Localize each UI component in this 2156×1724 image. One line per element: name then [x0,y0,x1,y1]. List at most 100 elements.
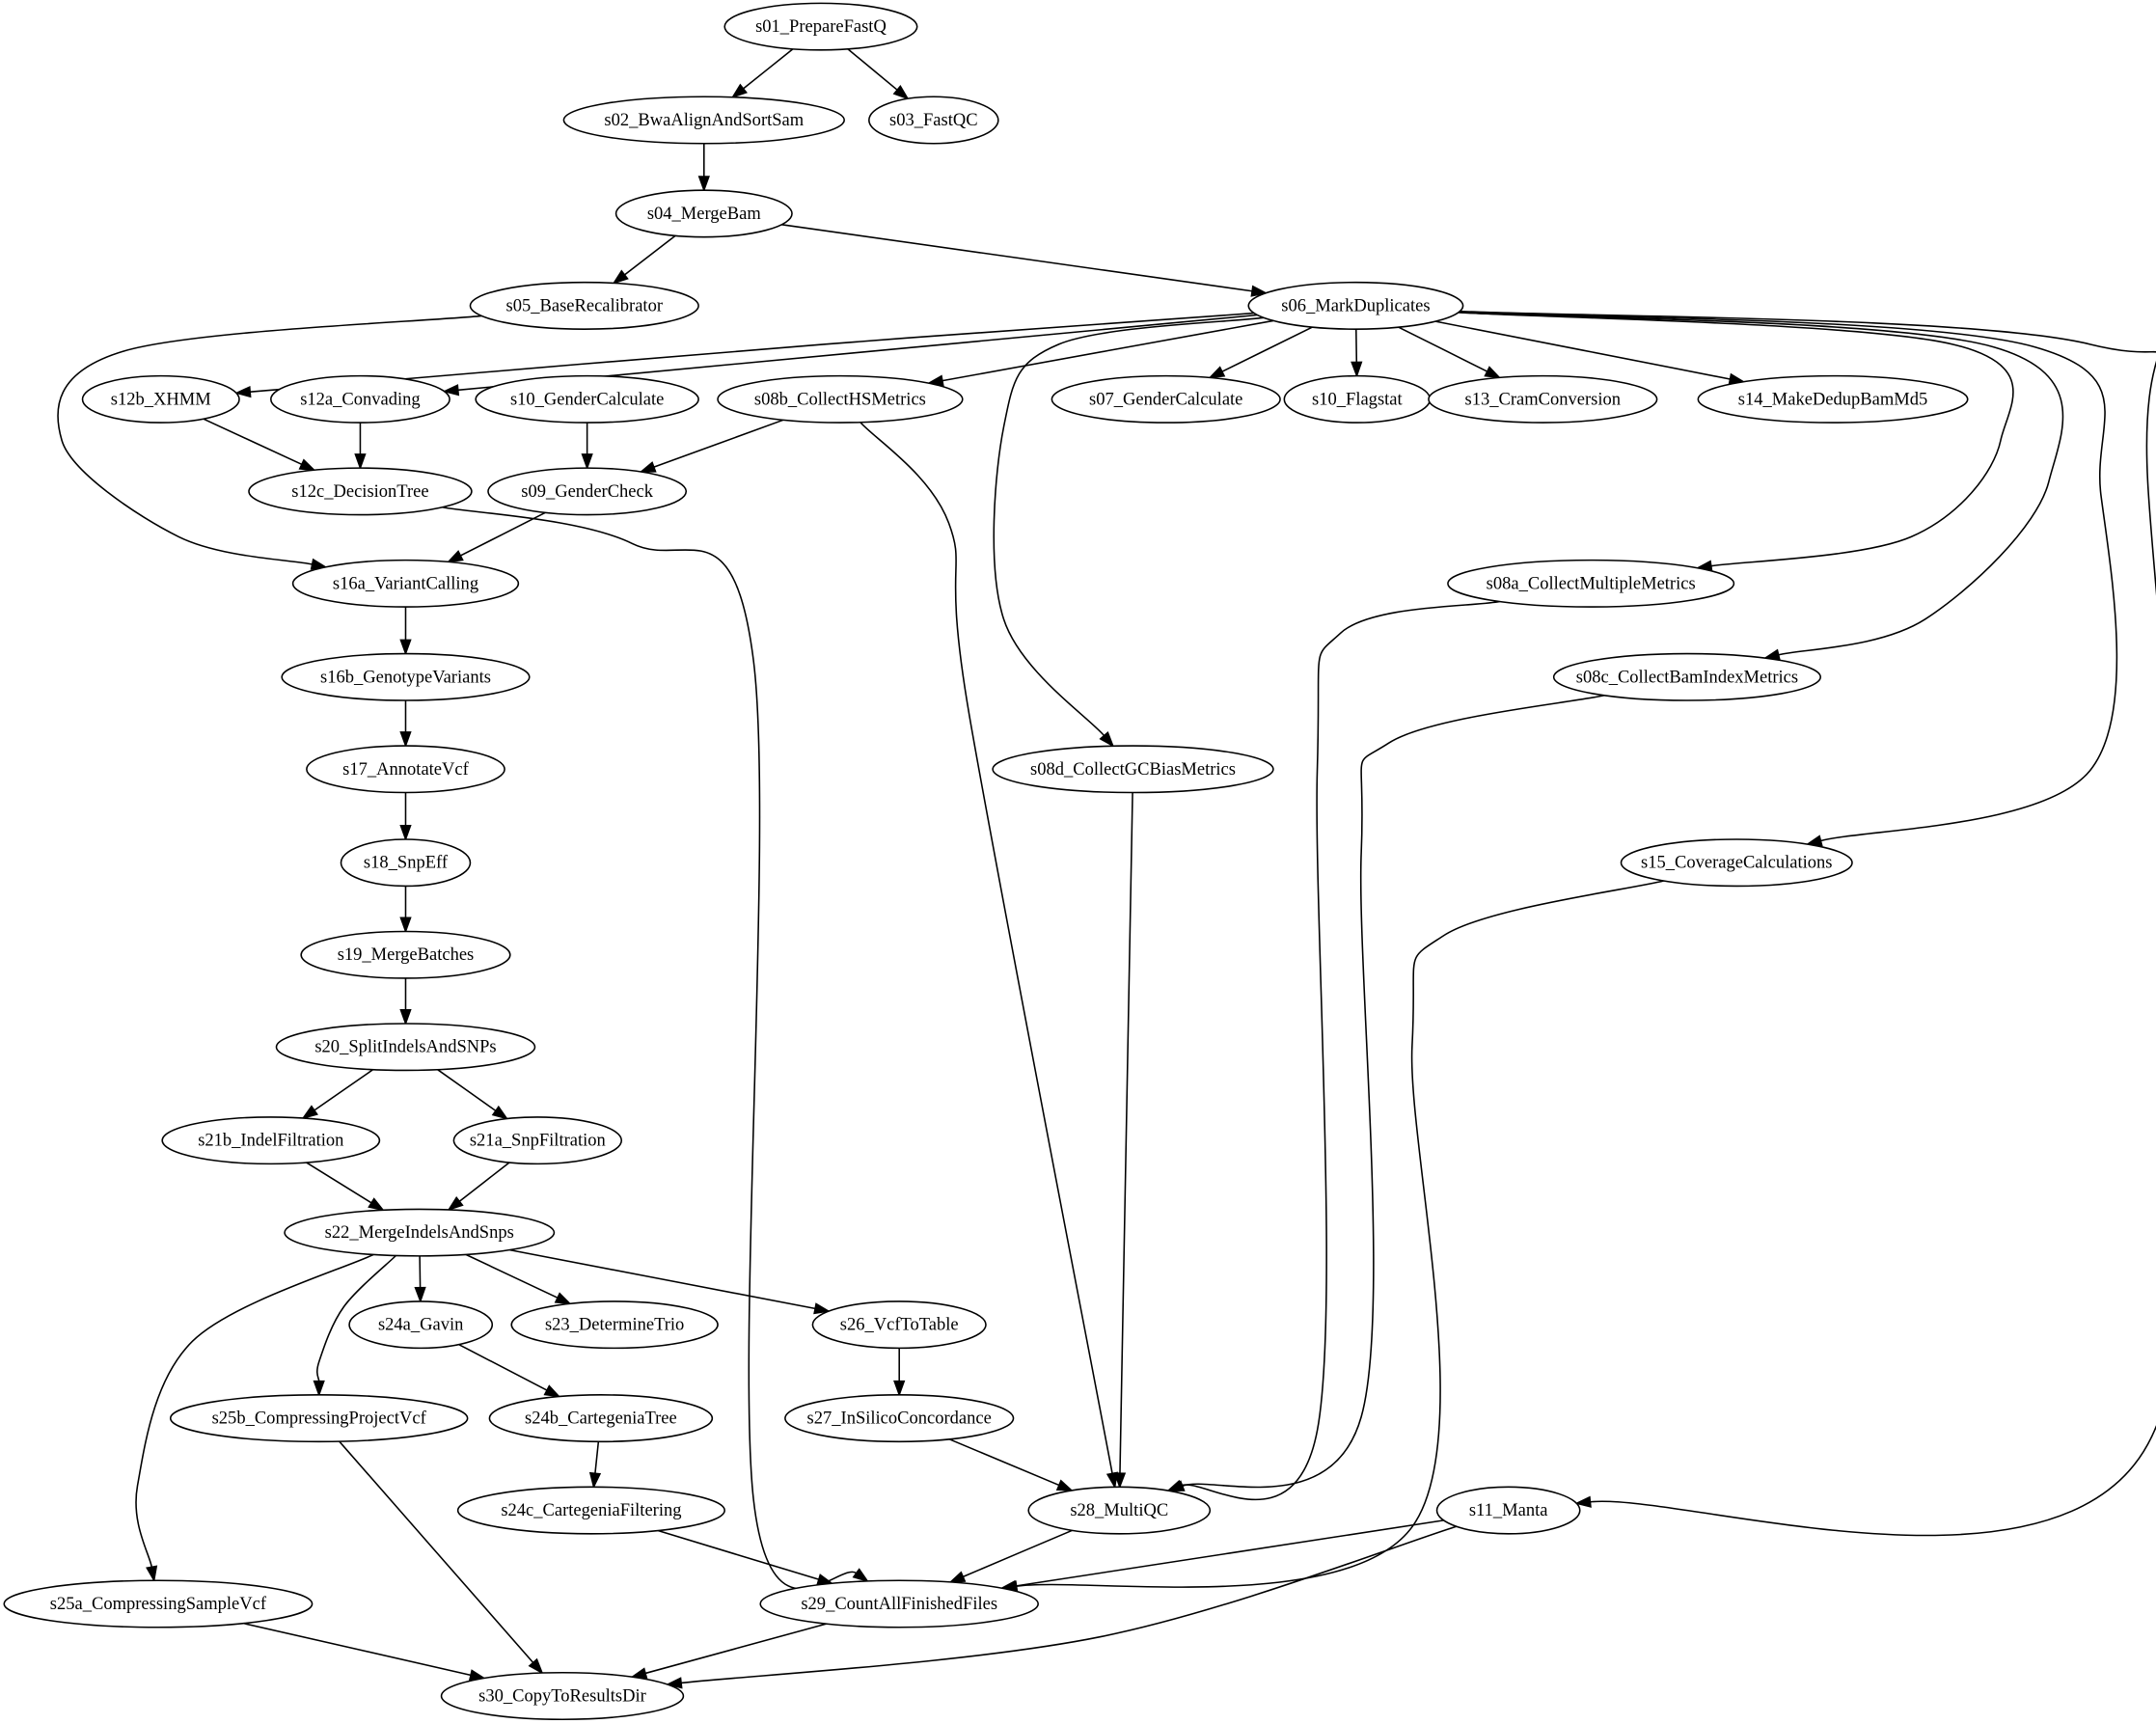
edge-s01-to-s02 [730,48,794,99]
edges-layer [57,48,2156,1689]
node-s08b[interactable]: s08b_CollectHSMetrics [717,374,964,424]
node-s27[interactable]: s27_InSilicoConcordance [784,1394,1015,1443]
node-ellipse [275,1023,536,1072]
node-label: s11_Manta [1469,1500,1548,1520]
node-s24a[interactable]: s24a_Gavin [348,1300,494,1350]
edge-line [1182,695,1605,1489]
arrowhead-icon [852,1568,870,1583]
node-ellipse [868,96,999,145]
edge-s08b-to-s09 [639,419,784,473]
node-label: s25a_CompressingSampleVcf [50,1594,267,1614]
edge-line [743,48,794,90]
node-s08a[interactable]: s08a_CollectMultipleMetrics [1447,559,1735,608]
edge-s01-to-s03 [847,48,910,100]
arrowhead-icon [491,1105,509,1120]
node-ellipse [440,1671,685,1721]
node-s04[interactable]: s04_MergeBam [614,189,793,238]
arrowhead-icon [368,1197,385,1212]
edge-line [465,1253,559,1299]
arrowhead-icon [554,1292,572,1305]
node-s30[interactable]: s30_CopyToResultsDir [440,1671,685,1721]
edge-line [1221,326,1313,372]
arrowhead-icon [813,1302,832,1315]
edge-line [1458,312,2064,656]
arrowhead-icon [1351,361,1363,378]
node-label: s25b_CompressingProjectVcf [212,1409,427,1429]
node-s26[interactable]: s26_VcfToTable [811,1300,987,1350]
edge-line [993,316,1264,737]
arrowhead-icon [1113,1472,1127,1490]
edge-s08d-to-s28 [1113,792,1133,1490]
edge-line [203,418,303,466]
arrowhead-icon [893,1380,906,1397]
edge-line [594,1441,600,1474]
node-label: s18_SnpEff [364,853,449,873]
node-s18[interactable]: s18_SnpEff [340,838,472,888]
edge-line [243,1622,472,1677]
node-ellipse [488,1394,714,1443]
node-s17[interactable]: s17_AnnotateVcf [306,745,505,794]
node-s14[interactable]: s14_MakeDedupBamMd5 [1697,374,1969,424]
node-ellipse [1428,374,1658,424]
edge-s24c-to-s29 [657,1529,834,1585]
arrowhead-icon [1484,366,1502,379]
edge-line [1458,312,2014,567]
node-ellipse [1435,1486,1581,1535]
node-s13[interactable]: s13_CramConversion [1428,374,1658,424]
node-s08d[interactable]: s08d_CollectGCBiasMetrics [992,745,1274,794]
edge-s06-to-s07 [1208,326,1313,379]
node-s12b[interactable]: s12b_XHMM [81,374,240,424]
edge-s08a-to-s28 [1165,600,1500,1501]
node-s21a[interactable]: s21a_SnpFiltration [452,1116,623,1165]
edge-line [339,1440,534,1663]
node-s16b[interactable]: s16b_GenotypeVariants [281,652,531,701]
node-s03[interactable]: s03_FastQC [868,96,999,145]
node-s11[interactable]: s11_Manta [1435,1486,1581,1535]
node-s01[interactable]: s01_PrepareFastQ [723,2,918,51]
arrowhead-icon [581,453,593,471]
edge-line [460,511,546,557]
arrowhead-icon [233,386,252,398]
edge-line [1180,600,1500,1501]
edge-line [847,48,898,91]
edge-line [657,1529,819,1580]
node-s22[interactable]: s22_MergeIndelsAndSnps [284,1208,556,1257]
node-s08c[interactable]: s08c_CollectBamIndexMetrics [1552,652,1821,701]
node-s12a[interactable]: s12a_Convading [270,374,450,424]
node-s25b[interactable]: s25b_CompressingProjectVcf [169,1394,469,1443]
node-label: s10_Flagstat [1312,389,1403,409]
node-s09[interactable]: s09_GenderCheck [487,467,688,516]
node-s10g[interactable]: s10_GenderCalculate [475,374,699,424]
node-s24c[interactable]: s24c_CartegeniaFiltering [456,1486,725,1535]
node-s07[interactable]: s07_GenderCalculate [1051,374,1281,424]
arrowhead-icon [301,1105,318,1120]
node-ellipse [510,1300,719,1350]
node-s10f[interactable]: s10_Flagstat [1283,374,1432,424]
node-s02[interactable]: s02_BwaAlignAndSortSam [562,96,845,145]
edge-s08b-to-s28 [860,422,1118,1490]
arrowhead-icon [730,83,748,99]
node-label: s01_PrepareFastQ [755,16,887,37]
node-s19[interactable]: s19_MergeBatches [300,930,511,979]
node-s25a[interactable]: s25a_CompressingSampleVcf [3,1579,314,1628]
node-ellipse [300,930,511,979]
node-s24b[interactable]: s24b_CartegeniaTree [488,1394,714,1443]
node-s28[interactable]: s28_MultiQC [1027,1486,1212,1535]
arrowhead-icon [399,639,412,656]
node-s21b[interactable]: s21b_IndelFiltration [161,1116,381,1165]
edge-s12a-to-s12c [354,423,367,471]
node-ellipse [270,374,450,424]
node-s29[interactable]: s29_CountAllFinishedFiles [759,1579,1039,1628]
edge-s22-to-s25a [135,1253,374,1583]
node-s23[interactable]: s23_DetermineTrio [510,1300,719,1350]
node-s05[interactable]: s05_BaseRecalibrator [469,281,699,330]
edge-s20-to-s21a [437,1069,509,1120]
edge-s21b-to-s22 [306,1162,385,1212]
node-s12c[interactable]: s12c_DecisionTree [248,467,473,516]
node-label: s21a_SnpFiltration [470,1131,606,1151]
node-s20[interactable]: s20_SplitIndelsAndSNPs [275,1023,536,1072]
node-s06[interactable]: s06_MarkDuplicates [1247,281,1464,330]
node-s16a[interactable]: s16a_VariantCalling [291,559,520,608]
node-s15[interactable]: s15_CoverageCalculations [1620,838,1853,888]
arrowhead-icon [948,1571,967,1583]
